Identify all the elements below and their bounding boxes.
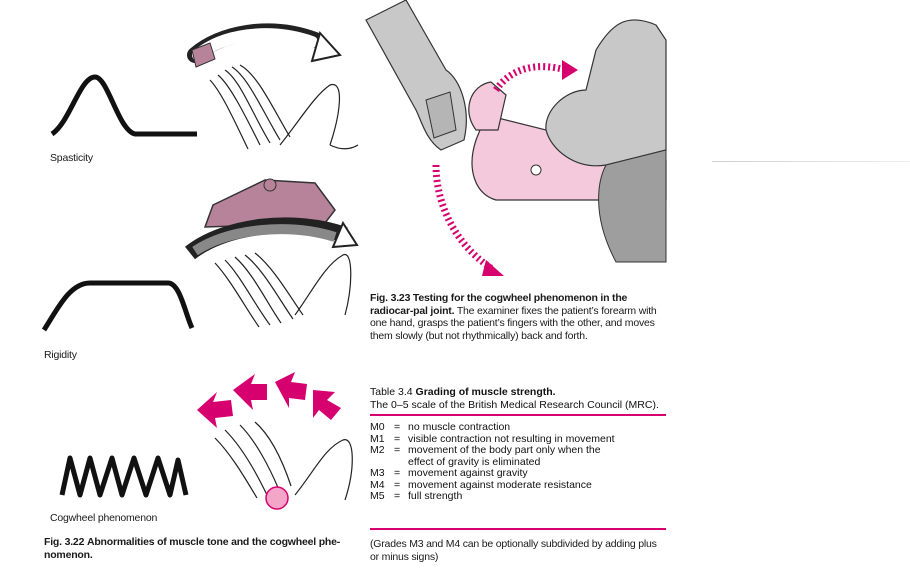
label-rigidity: Rigidity [44, 349, 77, 361]
table-row: M3 = movement against gravity [370, 467, 666, 480]
table34-footnote: (Grades M3 and M4 can be optionally subd… [370, 538, 657, 563]
table-row: M4 = movement against moderate resistanc… [370, 478, 666, 492]
grade-text: movement against gravity [408, 467, 528, 479]
table34-bottom-rule [370, 528, 666, 530]
fig323-caption-text: The examiner fixes the patient’s forearm… [370, 304, 657, 342]
grade-eq: = [394, 467, 401, 479]
rigidity-curve [41, 280, 195, 332]
cogwheel-curve [59, 455, 189, 498]
grade-code: M4 [370, 478, 385, 491]
cogwheel-hand-illustration [197, 372, 353, 510]
grade-eq: = [394, 490, 401, 502]
grade-text: full strength [408, 490, 463, 502]
grade-code: M2 [370, 444, 385, 456]
grade-eq: = [394, 421, 401, 433]
label-spasticity: Spasticity [50, 152, 93, 164]
examiner-hands-illustration [365, 0, 667, 276]
grade-text: no muscle contraction [408, 421, 511, 433]
grade-text: visible contraction not resulting in mov… [408, 432, 615, 445]
table-row: M1 = visible contraction not resulting i… [370, 432, 666, 446]
fig322-caption: Fig. 3.22 Abnormalities of muscle tone a… [44, 536, 344, 561]
spasticity-curve [50, 74, 197, 137]
grade-code: M1 [370, 432, 385, 445]
table-row: M2 = movement of the body part only when… [370, 444, 666, 468]
table34-subtitle: The 0–5 scale of the British Medical Res… [370, 399, 659, 411]
grade-eq: = [394, 444, 401, 456]
grade-code: M5 [370, 490, 385, 502]
fig322-caption-num: Fig. 3.22 [44, 536, 85, 548]
grade-eq: = [394, 432, 401, 445]
grade-eq: = [394, 478, 401, 491]
fig322-caption-text: Abnormalities of muscle tone and the cog… [44, 536, 341, 561]
separator-line [712, 161, 910, 162]
grade-text: movement against moderate resistance [408, 478, 592, 491]
spasticity-hand-illustration [187, 23, 359, 150]
fig323-caption-bold: Fig. 3.23 Testing for the cogwheel pheno… [370, 292, 628, 317]
table-row: M5 = full strength [370, 490, 666, 503]
grade-code: M0 [370, 421, 385, 433]
table34-title: Table 3.4 Grading of muscle strength. [370, 386, 670, 398]
table34-rows: M0 = no muscle contraction M1 = visible … [370, 421, 666, 503]
grade-text: movement of the body part only when the … [408, 444, 601, 468]
table34-title-num: Table 3.4 [370, 386, 413, 398]
rigidity-hand-illustration [185, 178, 359, 328]
table34-top-rule [370, 414, 666, 416]
label-cogwheel: Cogwheel phenomenon [50, 512, 158, 524]
table-row: M0 = no muscle contraction [370, 421, 666, 434]
table34-title-bold: Grading of muscle strength. [415, 386, 556, 398]
grade-code: M3 [370, 467, 385, 479]
fig323-caption: Fig. 3.23 Testing for the cogwheel pheno… [370, 292, 666, 342]
